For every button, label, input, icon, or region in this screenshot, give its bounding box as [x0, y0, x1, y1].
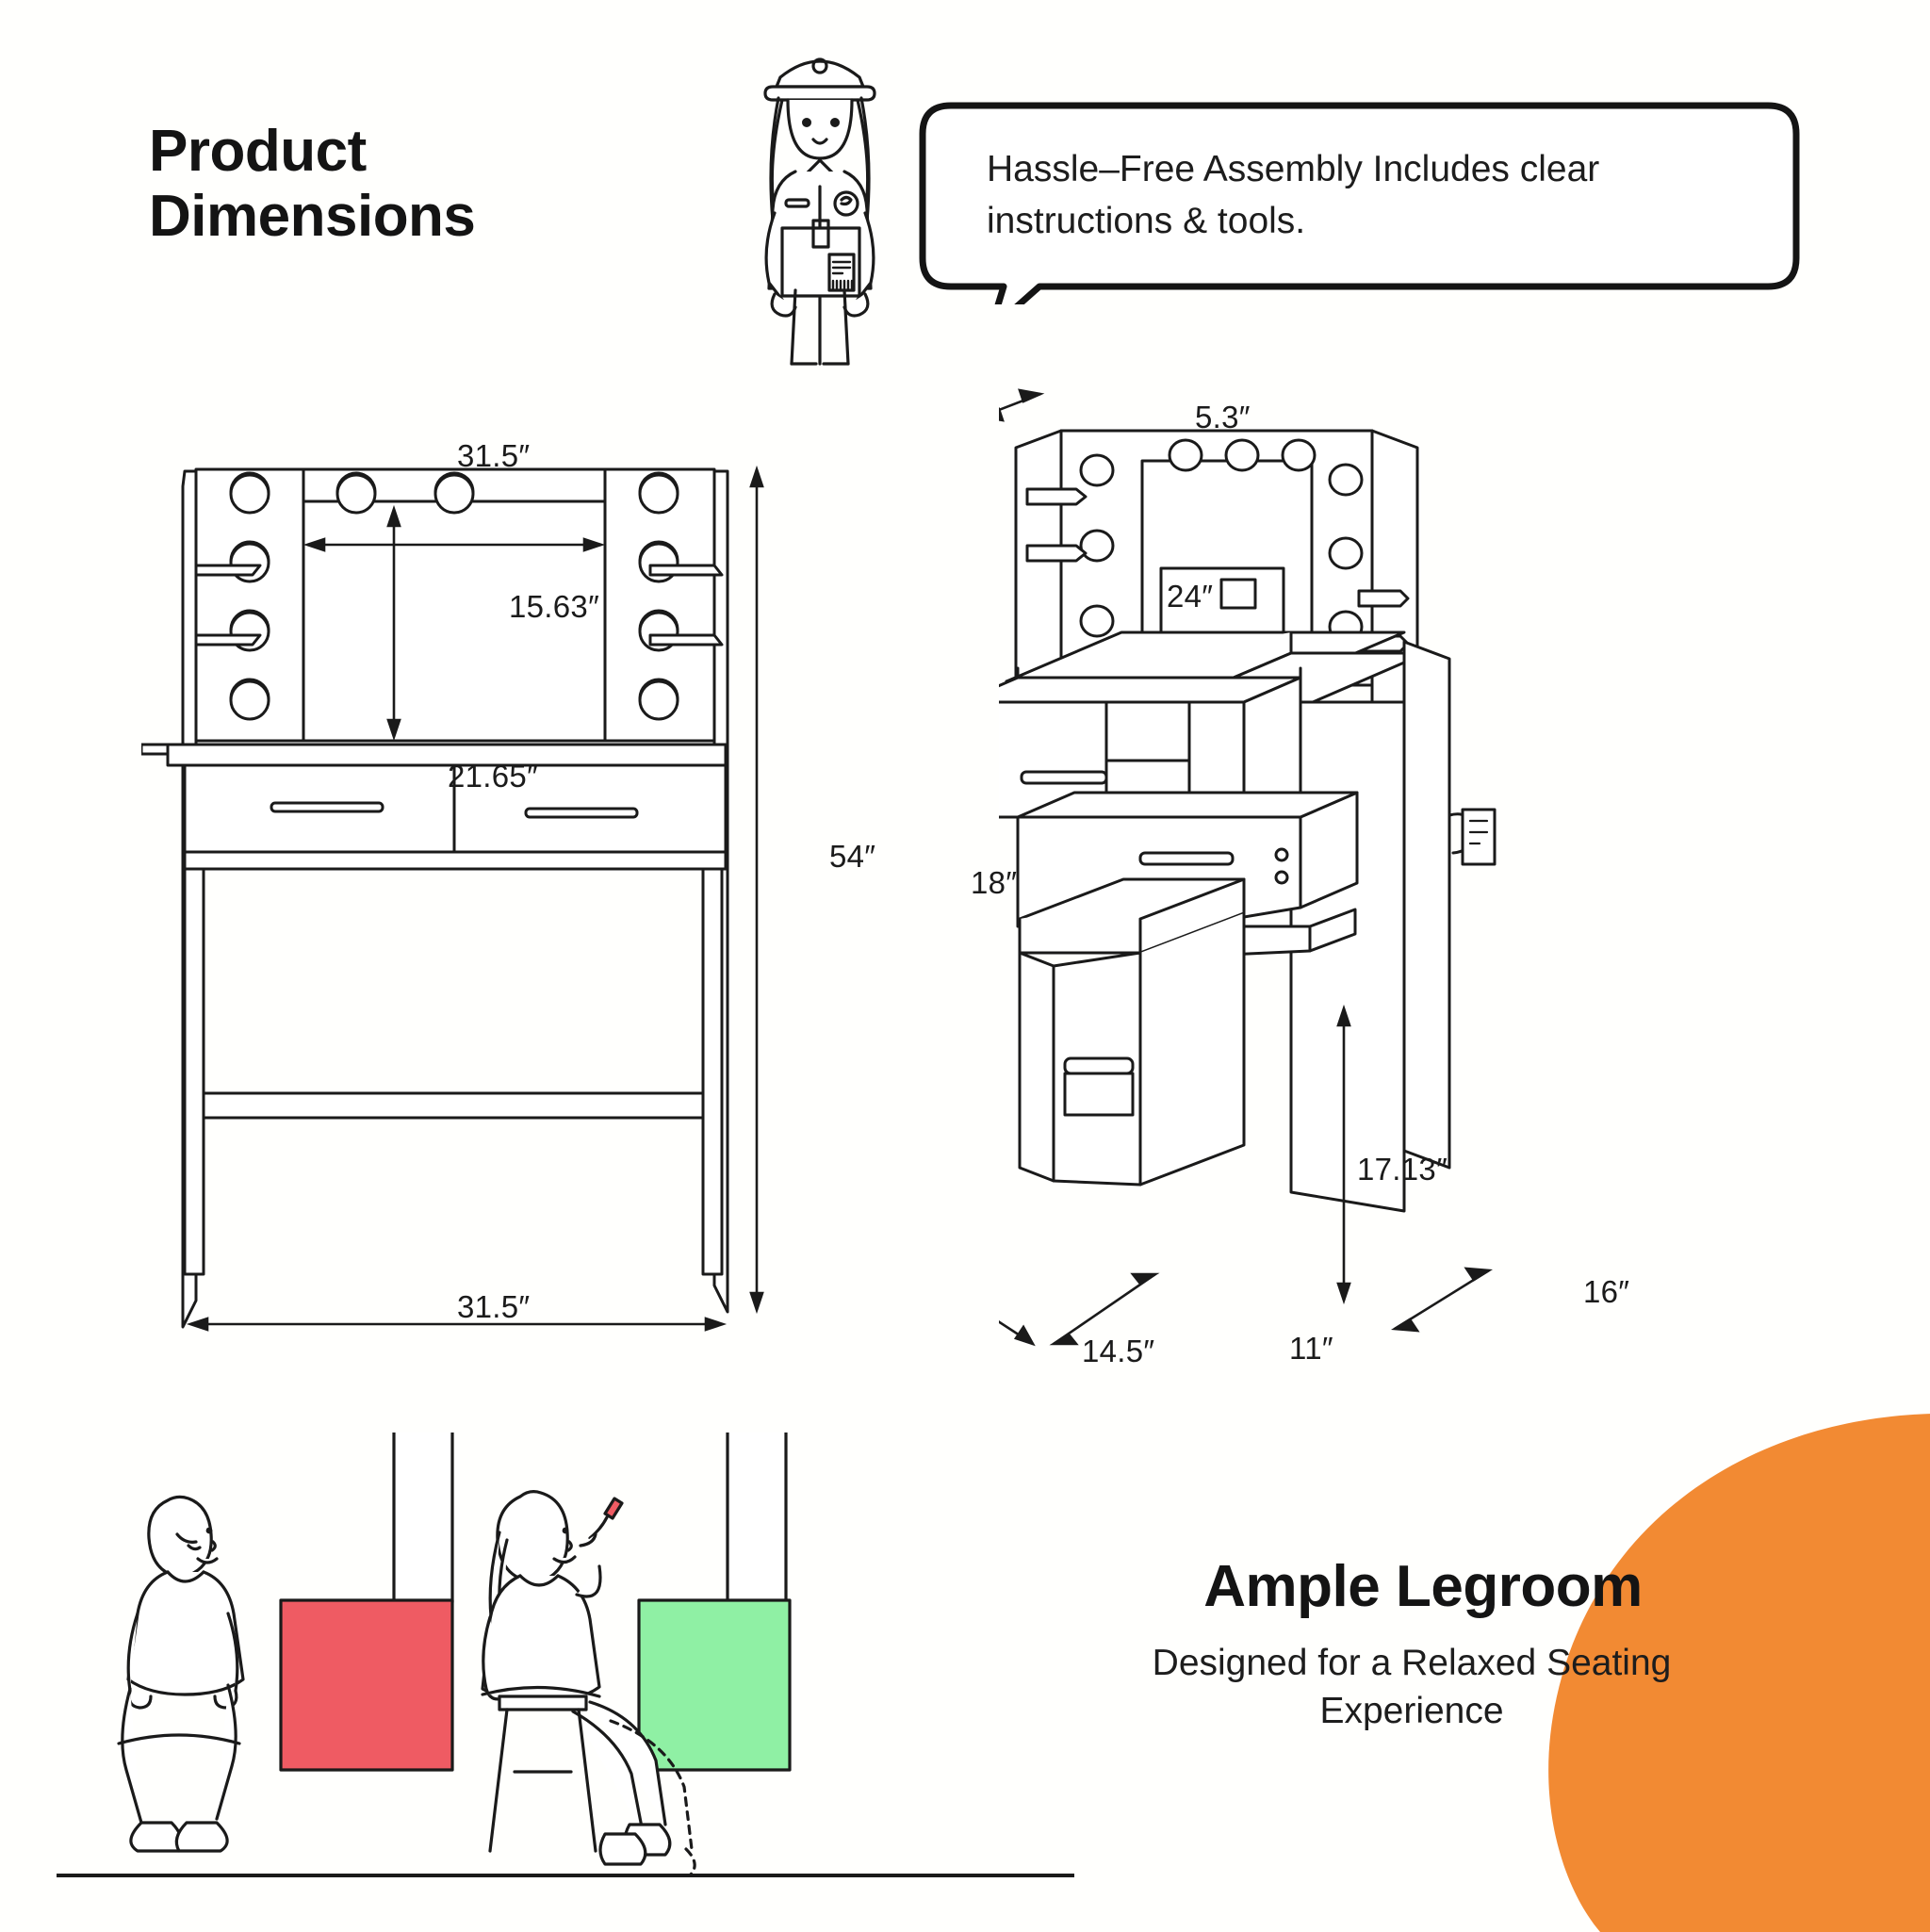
dim-desk-depth: 16″ [1583, 1274, 1630, 1309]
dim-stool-depth: 11″ [1289, 1331, 1333, 1366]
dim-stool-height: 17.13″ [1357, 1152, 1448, 1187]
dim-hutch-height: 24″ [1167, 579, 1214, 614]
dim-stool-width: 14.5″ [1082, 1334, 1155, 1368]
callout-bubble: Hassle–Free Assembly Includes clear inst… [919, 102, 1800, 304]
dim-mirror-width: 15.63″ [509, 589, 600, 624]
front-elevation-drawing [141, 467, 729, 1329]
callout-bubble-text: Hassle–Free Assembly Includes clear inst… [987, 149, 1600, 242]
legroom-title: Ample Legroom [1203, 1554, 1643, 1619]
perspective-drawing [999, 429, 1497, 1213]
page-title-line2: Dimensions [149, 184, 476, 250]
dim-bottom-width: 31.5″ [457, 1289, 531, 1324]
legroom-comparison-illustration [57, 1433, 1074, 1877]
delivery-person-icon [763, 57, 876, 366]
page-title: Product Dimensions [149, 119, 476, 250]
legroom-subtitle: Designed for a Relaxed Seating Experienc… [1152, 1643, 1672, 1731]
accent-blob [1548, 1414, 1930, 1932]
front-elevation-dimension-lines [186, 465, 764, 1332]
dim-mirror-height: 21.65″ [448, 759, 539, 794]
bubble-shape [919, 102, 1800, 304]
perspective-dimension-lines [999, 388, 1494, 1347]
dim-total-height: 54″ [829, 839, 876, 874]
page-title-line1: Product [149, 119, 367, 184]
dim-drawer-height: 18″ [971, 865, 1018, 900]
dim-top-width: 31.5″ [457, 438, 531, 473]
dim-shelf-depth: 5.3″ [1195, 400, 1251, 434]
